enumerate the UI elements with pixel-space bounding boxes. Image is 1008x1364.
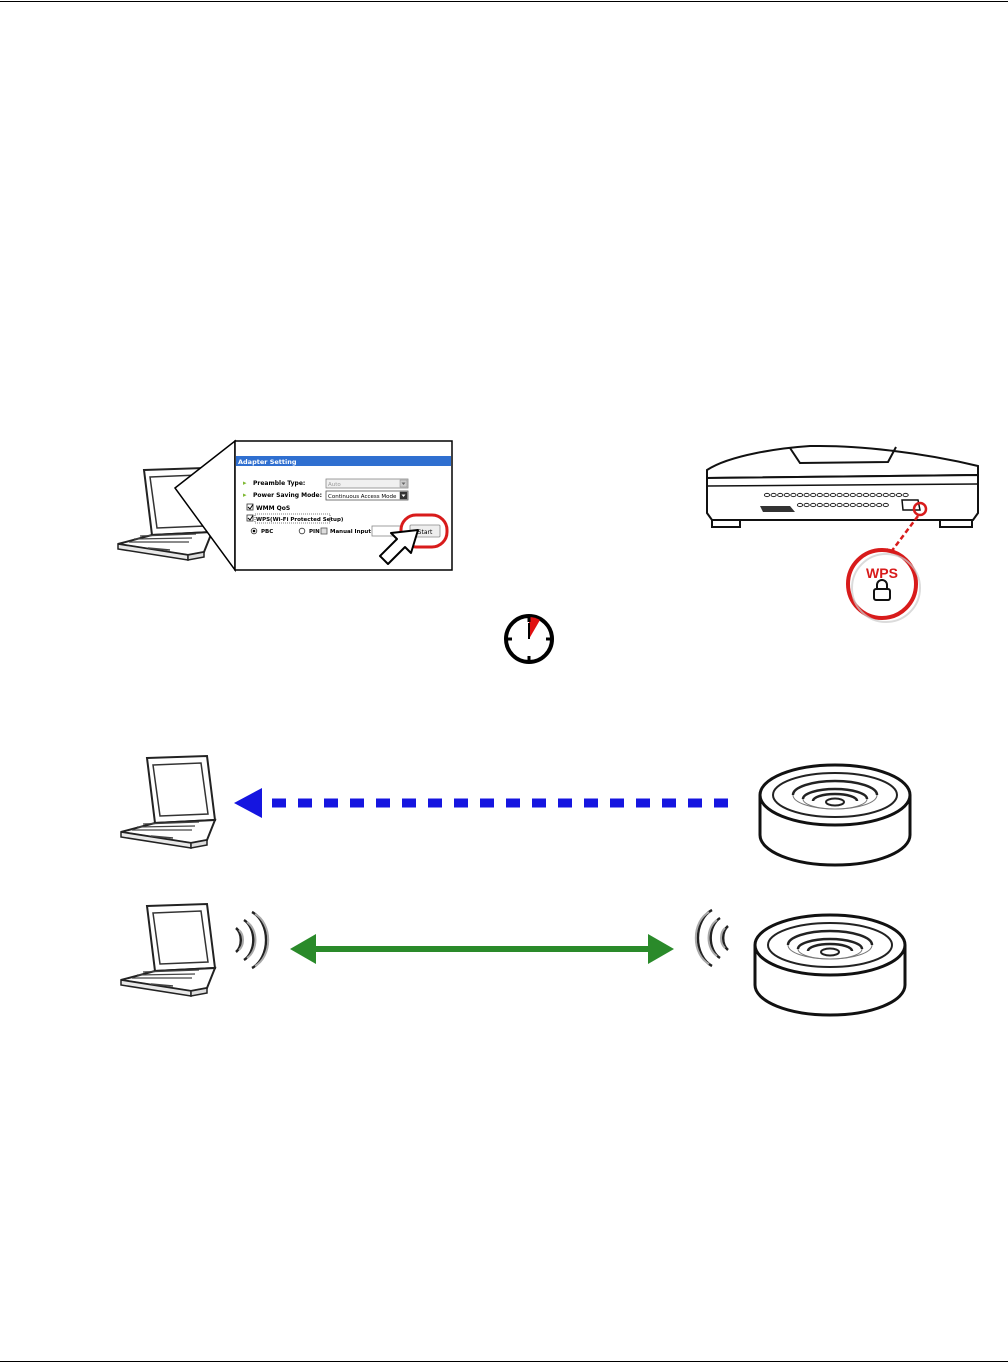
router-vent	[850, 503, 855, 506]
router-vent	[797, 503, 802, 506]
wireless-signal-icon	[696, 910, 728, 966]
router-vent	[830, 503, 835, 506]
manual-input-checkbox[interactable]	[321, 528, 327, 534]
router-vent	[824, 493, 829, 496]
router-vent	[804, 493, 809, 496]
router-vent	[877, 493, 882, 496]
wps-badge-label: WPS	[866, 565, 898, 581]
router-vent	[817, 493, 822, 496]
router-vent	[764, 493, 769, 496]
power-saving-select[interactable]: Continuous Access Mode	[326, 491, 408, 500]
router-vent	[857, 503, 862, 506]
router-vent	[883, 503, 888, 506]
connection-arrow	[290, 934, 674, 964]
adapter-setting-panel: Adapter Setting ▸ Preamble Type: Auto ▸ …	[235, 441, 452, 570]
wireless-signal-icon	[236, 912, 268, 968]
timer-icon	[506, 616, 552, 662]
pin-label: PIN	[309, 529, 320, 535]
chevron-right-icon: ▸	[243, 480, 247, 487]
access-point-icon	[755, 915, 905, 1015]
router-vent	[824, 503, 829, 506]
router-vent	[844, 503, 849, 506]
router-vent	[811, 493, 816, 496]
preamble-type-select[interactable]: Auto	[326, 479, 408, 488]
router-vent	[844, 493, 849, 496]
power-saving-label: Power Saving Mode:	[253, 492, 322, 499]
pin-radio[interactable]	[299, 528, 305, 534]
router-vent	[797, 493, 802, 496]
router-vent	[890, 493, 895, 496]
router-vent	[804, 503, 809, 506]
config-transfer-arrow	[234, 788, 728, 818]
router-vent	[778, 493, 783, 496]
router-vent	[850, 493, 855, 496]
router-vent	[870, 503, 875, 506]
pbc-label: PBC	[261, 529, 273, 535]
router-vent	[877, 503, 882, 506]
wps-badge: WPS	[848, 550, 920, 622]
router-vent	[791, 493, 796, 496]
router-vent	[857, 493, 862, 496]
pbc-radio[interactable]	[251, 528, 257, 534]
router-vent	[903, 493, 908, 496]
router-vent	[811, 503, 816, 506]
chevron-right-icon: ▸	[243, 492, 247, 499]
preamble-type-value: Auto	[328, 482, 341, 488]
router-vent	[830, 493, 835, 496]
router-icon	[707, 446, 978, 527]
router-vent	[883, 493, 888, 496]
router-vent	[784, 493, 789, 496]
router-vent	[896, 493, 901, 496]
laptop-icon	[121, 904, 215, 996]
start-button-label: Start	[418, 529, 433, 536]
wmm-qos-checkbox[interactable]	[247, 504, 253, 510]
router-vent	[870, 493, 875, 496]
router-vent	[863, 493, 868, 496]
laptop-icon	[121, 756, 215, 848]
router-vent	[863, 503, 868, 506]
power-saving-value: Continuous Access Mode	[328, 494, 397, 500]
access-point-icon	[760, 765, 910, 865]
router-vent	[837, 503, 842, 506]
preamble-type-label: Preamble Type:	[253, 480, 305, 487]
router-vent	[817, 503, 822, 506]
router-vent	[837, 493, 842, 496]
wmm-qos-label: WMM QoS	[256, 505, 290, 512]
wps-checkbox[interactable]	[247, 515, 253, 521]
wps-label: WPS(Wi-Fi Protected Setup)	[256, 517, 344, 523]
manual-input-label: Manual Input	[330, 529, 371, 535]
router-vent	[771, 493, 776, 496]
adapter-setting-title: Adapter Setting	[238, 458, 297, 466]
